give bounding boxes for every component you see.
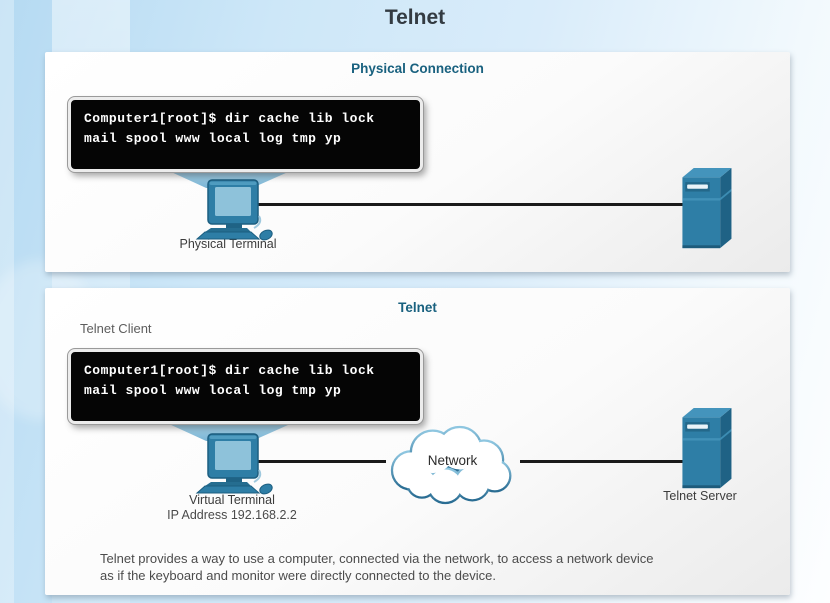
caption-text: Telnet provides a way to use a computer,… [100,550,780,584]
computer-terminal-icon [195,433,273,495]
connection-line [520,460,686,463]
telnet-server-label: Telnet Server [663,489,737,503]
terminal-text-line: Computer1[root]$ dir cache lib lock [84,363,375,378]
terminal-window: Computer1[root]$ dir cache lib lock mail… [68,97,423,172]
terminal-text-line: Computer1[root]$ dir cache lib lock [84,111,375,126]
caption-line: as if the keyboard and monitor were dire… [100,568,496,583]
server-icon [682,167,732,249]
telnet-client-label: Telnet Client [80,321,152,336]
physical-terminal-label: Physical Terminal [179,237,277,251]
panel-header-telnet: Telnet [398,300,437,315]
ip-address-label: IP Address 192.168.2.2 [167,508,297,522]
network-cloud-label: Network [428,453,478,468]
server-icon [682,407,732,489]
panel-header-physical: Physical Connection [351,61,484,76]
terminal-window: Computer1[root]$ dir cache lib lock mail… [68,349,423,424]
network-cloud-icon: Network [390,425,512,505]
connection-line [256,203,686,206]
caption-line: Telnet provides a way to use a computer,… [100,551,654,566]
physical-connection-panel: Physical Connection Computer1[root]$ dir… [45,52,790,272]
terminal-text-line: mail spool www local log tmp yp [84,383,342,398]
page-title: Telnet [384,6,446,29]
computer-terminal-icon [195,179,273,241]
virtual-terminal-label: Virtual Terminal [189,493,275,507]
telnet-panel: Telnet Telnet Client Computer1[root]$ di… [45,288,790,595]
terminal-text-line: mail spool www local log tmp yp [84,131,342,146]
connection-line [256,460,386,463]
background-decoration [0,0,14,603]
